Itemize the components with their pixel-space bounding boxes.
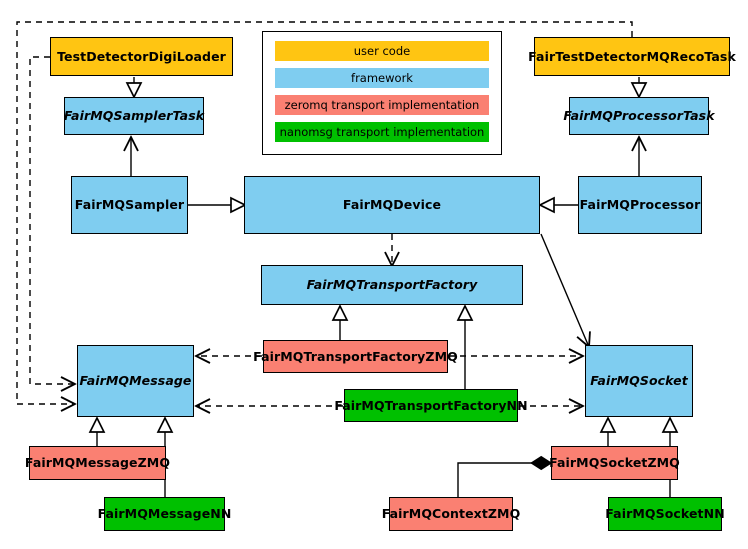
class-label: FairMQSocket bbox=[590, 373, 688, 389]
class-label: FairMQSocketZMQ bbox=[549, 455, 680, 471]
class-label: FairMQSocketNN bbox=[605, 506, 725, 522]
class-box-fairmqmessagezmq[interactable]: FairMQMessageZMQ bbox=[25, 446, 170, 480]
legend-label: zeromq transport implementation bbox=[284, 98, 480, 112]
class-box-fairmqdevice[interactable]: FairMQDevice bbox=[244, 176, 540, 234]
legend-label: user code bbox=[353, 44, 411, 58]
legend-label: framework bbox=[351, 71, 413, 85]
class-box-fairmqsamplertask[interactable]: FairMQSamplerTask bbox=[64, 97, 204, 135]
edge-device-socket bbox=[540, 233, 589, 347]
class-box-fairmqmessagenn[interactable]: FairMQMessageNN bbox=[98, 497, 231, 531]
class-label: FairMQMessage bbox=[79, 373, 192, 389]
class-label: FairMQTransportFactoryZMQ bbox=[253, 348, 458, 364]
class-label: FairMQProcessorTask bbox=[563, 108, 715, 124]
class-box-fairmqprocessortask[interactable]: FairMQProcessorTask bbox=[563, 97, 715, 135]
class-box-fairmqmessage[interactable]: FairMQMessage bbox=[77, 345, 194, 417]
class-box-fairmqsocketzmq[interactable]: FairMQSocketZMQ bbox=[549, 446, 680, 480]
class-box-fairmqsocketnn[interactable]: FairMQSocketNN bbox=[605, 497, 725, 531]
class-box-fairmqprocessor[interactable]: FairMQProcessor bbox=[578, 176, 702, 234]
legend-item-framework: framework bbox=[275, 68, 489, 88]
legend-item-nanomsg: nanomsg transport implementation bbox=[275, 122, 489, 142]
class-box-fairmqsocket[interactable]: FairMQSocket bbox=[585, 345, 693, 417]
legend: user code framework zeromq transport imp… bbox=[262, 31, 502, 155]
class-box-fairmqtransportfactorynn[interactable]: FairMQTransportFactoryNN bbox=[334, 389, 528, 422]
class-box-fairtestdetectormqrecotask[interactable]: FairTestDetectorMQRecoTask bbox=[528, 37, 736, 76]
legend-item-zeromq: zeromq transport implementation bbox=[275, 95, 489, 115]
class-box-fairmqcontextzmq[interactable]: FairMQContextZMQ bbox=[382, 497, 520, 531]
class-label: FairMQMessageNN bbox=[97, 506, 232, 522]
class-label: FairMQTransportFactory bbox=[306, 277, 478, 293]
class-label: FairMQDevice bbox=[342, 197, 442, 213]
class-box-fairmqtransportfactory[interactable]: FairMQTransportFactory bbox=[261, 265, 523, 305]
legend-item-user-code: user code bbox=[275, 41, 489, 61]
class-label: FairMQSampler bbox=[74, 197, 185, 213]
class-label: FairTestDetectorMQRecoTask bbox=[528, 48, 736, 64]
class-box-testdetectordigiloader[interactable]: TestDetectorDigiLoader bbox=[50, 37, 233, 76]
legend-label: nanomsg transport implementation bbox=[279, 125, 485, 139]
edge-socketzmq-contextzmq bbox=[457, 455, 553, 497]
class-label: FairMQProcessor bbox=[579, 197, 701, 213]
class-label: FairMQTransportFactoryNN bbox=[334, 397, 528, 413]
class-box-fairmqtransportfactoryzmq[interactable]: FairMQTransportFactoryZMQ bbox=[253, 340, 458, 373]
class-box-fairmqsampler[interactable]: FairMQSampler bbox=[71, 176, 188, 234]
class-label: FairMQSamplerTask bbox=[63, 108, 205, 124]
class-label: FairMQContextZMQ bbox=[381, 506, 521, 522]
class-label: TestDetectorDigiLoader bbox=[57, 48, 226, 64]
class-label: FairMQMessageZMQ bbox=[24, 455, 171, 471]
